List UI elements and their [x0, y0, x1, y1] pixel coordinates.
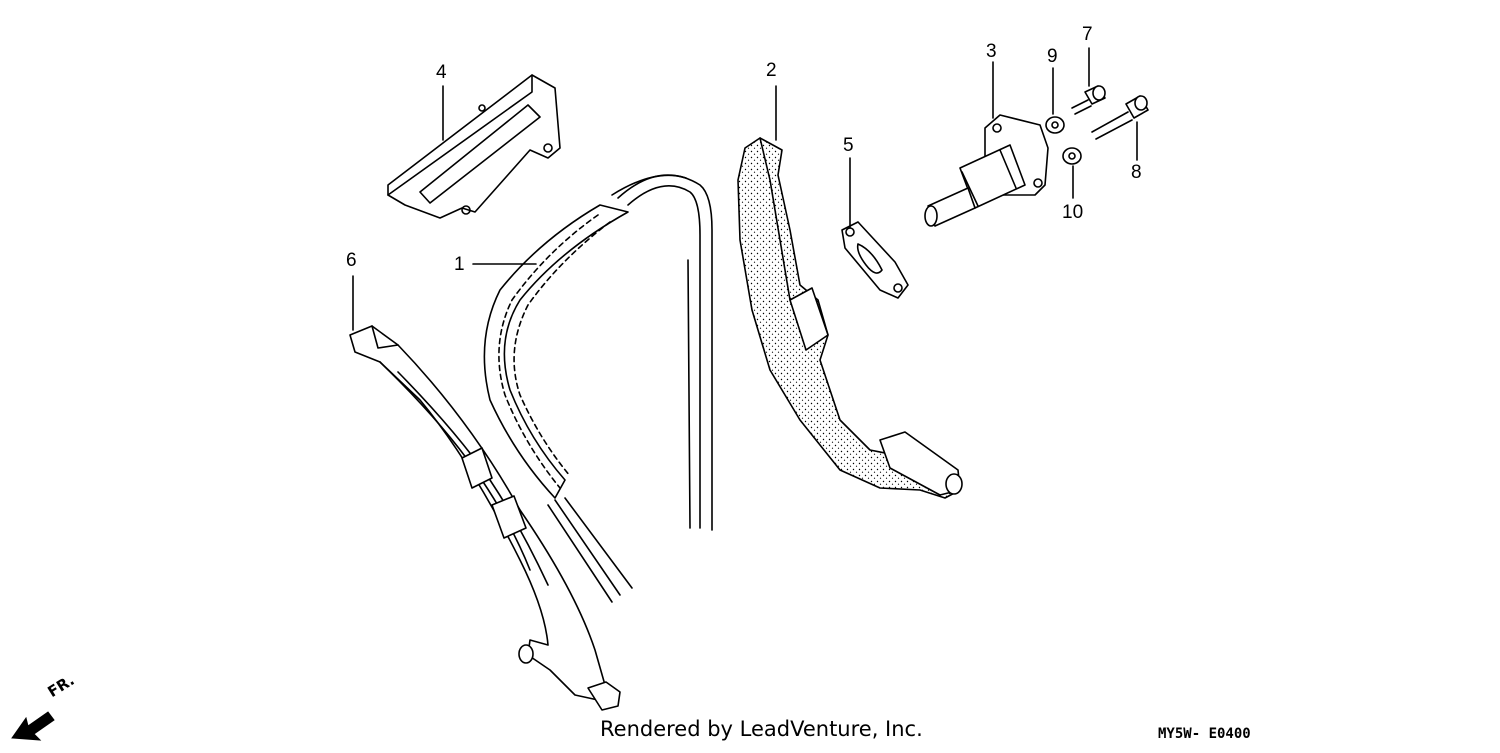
callout-8[interactable]: 8 — [1131, 162, 1142, 183]
render-credit: Rendered by LeadVenture, Inc. — [600, 717, 923, 741]
front-direction-arrow-icon — [11, 711, 55, 741]
callout-2[interactable]: 2 — [766, 60, 777, 81]
part-5-gasket[interactable] — [841, 221, 909, 299]
callout-6[interactable]: 6 — [346, 250, 357, 271]
callout-3[interactable]: 3 — [986, 41, 997, 62]
part-8-bolt[interactable] — [1091, 95, 1149, 140]
part-9-washer[interactable] — [1045, 116, 1065, 134]
part-10-washer[interactable] — [1062, 147, 1082, 165]
callout-4[interactable]: 4 — [436, 62, 447, 83]
leader-lines — [352, 47, 1138, 331]
callout-10[interactable]: 10 — [1062, 202, 1084, 223]
diagram-code: MY5W- E0400 — [1158, 726, 1251, 742]
part-3-tensioner-lifter[interactable] — [924, 114, 1049, 227]
part-1-cam-chain[interactable] — [483, 174, 713, 603]
part-4-chain-guide-cover[interactable] — [387, 74, 561, 219]
callout-5[interactable]: 5 — [843, 135, 854, 156]
part-7-bolt[interactable] — [1071, 85, 1106, 115]
callout-9[interactable]: 9 — [1047, 46, 1058, 67]
callout-1[interactable]: 1 — [454, 254, 465, 275]
part-6-chain-guide[interactable] — [349, 325, 621, 711]
callout-7[interactable]: 7 — [1082, 24, 1093, 45]
part-2-tensioner-arm[interactable] — [737, 137, 963, 499]
